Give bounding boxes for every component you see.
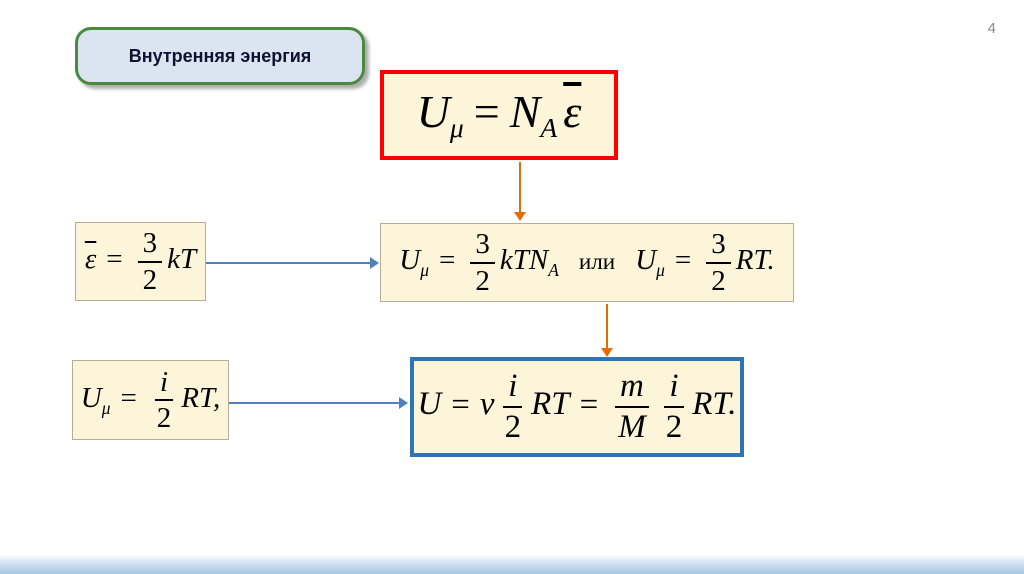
equals-sign: =	[579, 386, 599, 423]
equals-sign: =	[674, 244, 692, 277]
arrow-right-blue-2	[229, 402, 399, 404]
fraction-denominator: 2	[711, 264, 726, 297]
nu-symbol: ν	[479, 386, 495, 423]
fraction-numerator: 3	[706, 229, 731, 264]
avogadro-subscript: A	[548, 259, 559, 280]
u-symbol: U	[80, 381, 102, 414]
mu-subscript: μ	[656, 259, 665, 280]
page-number: 4	[987, 20, 996, 37]
u-symbol: U	[399, 244, 421, 277]
fraction-denominator: 2	[504, 409, 522, 445]
footer-gradient-bar	[0, 554, 1024, 574]
fraction-denominator: 2	[142, 263, 158, 296]
rt-symbol: RT	[531, 386, 570, 423]
slide-title: Внутренняя энергия	[128, 45, 312, 66]
avogadro-subscript: A	[540, 112, 558, 144]
rt-symbol: RT.	[692, 386, 737, 423]
fraction-numerator: 3	[470, 229, 495, 264]
u-symbol: U	[635, 244, 657, 277]
fraction-denominator: M	[618, 409, 646, 445]
fraction-numerator: i	[155, 366, 174, 401]
fraction-numerator: i	[664, 369, 684, 408]
mu-subscript: μ	[449, 112, 464, 144]
equals-sign: =	[473, 86, 500, 138]
u-symbol: U	[416, 86, 450, 138]
fraction-numerator: m	[615, 369, 649, 408]
equals-sign: =	[106, 243, 123, 276]
fraction-denominator: 2	[665, 409, 683, 445]
rt-symbol: RT,	[181, 381, 221, 414]
arrow-down-orange-2	[606, 304, 608, 348]
mu-subscript: μ	[101, 397, 111, 418]
kt-symbol: kT	[167, 243, 197, 276]
avogadro-symbol: N	[509, 86, 541, 138]
rt-symbol: RT.	[735, 244, 775, 277]
equals-sign: =	[451, 386, 470, 423]
arrow-right-blue-1	[206, 262, 370, 264]
mu-subscript: μ	[420, 259, 429, 280]
mean-epsilon-symbol: ε	[84, 243, 97, 276]
u-symbol: U	[417, 386, 442, 423]
ktn-symbol: kTN	[499, 244, 549, 277]
fraction-numerator: 3	[137, 228, 163, 263]
fraction-denominator: 2	[156, 402, 172, 434]
mean-epsilon-symbol: ε	[563, 86, 582, 138]
or-word: или	[578, 249, 616, 276]
equals-sign: =	[120, 381, 137, 414]
fraction-numerator: i	[503, 369, 523, 408]
fraction-denominator: 2	[475, 264, 490, 297]
arrow-down-orange-1	[519, 162, 521, 212]
title-badge: Внутренняя энергия	[75, 27, 365, 85]
equals-sign: =	[438, 244, 456, 277]
